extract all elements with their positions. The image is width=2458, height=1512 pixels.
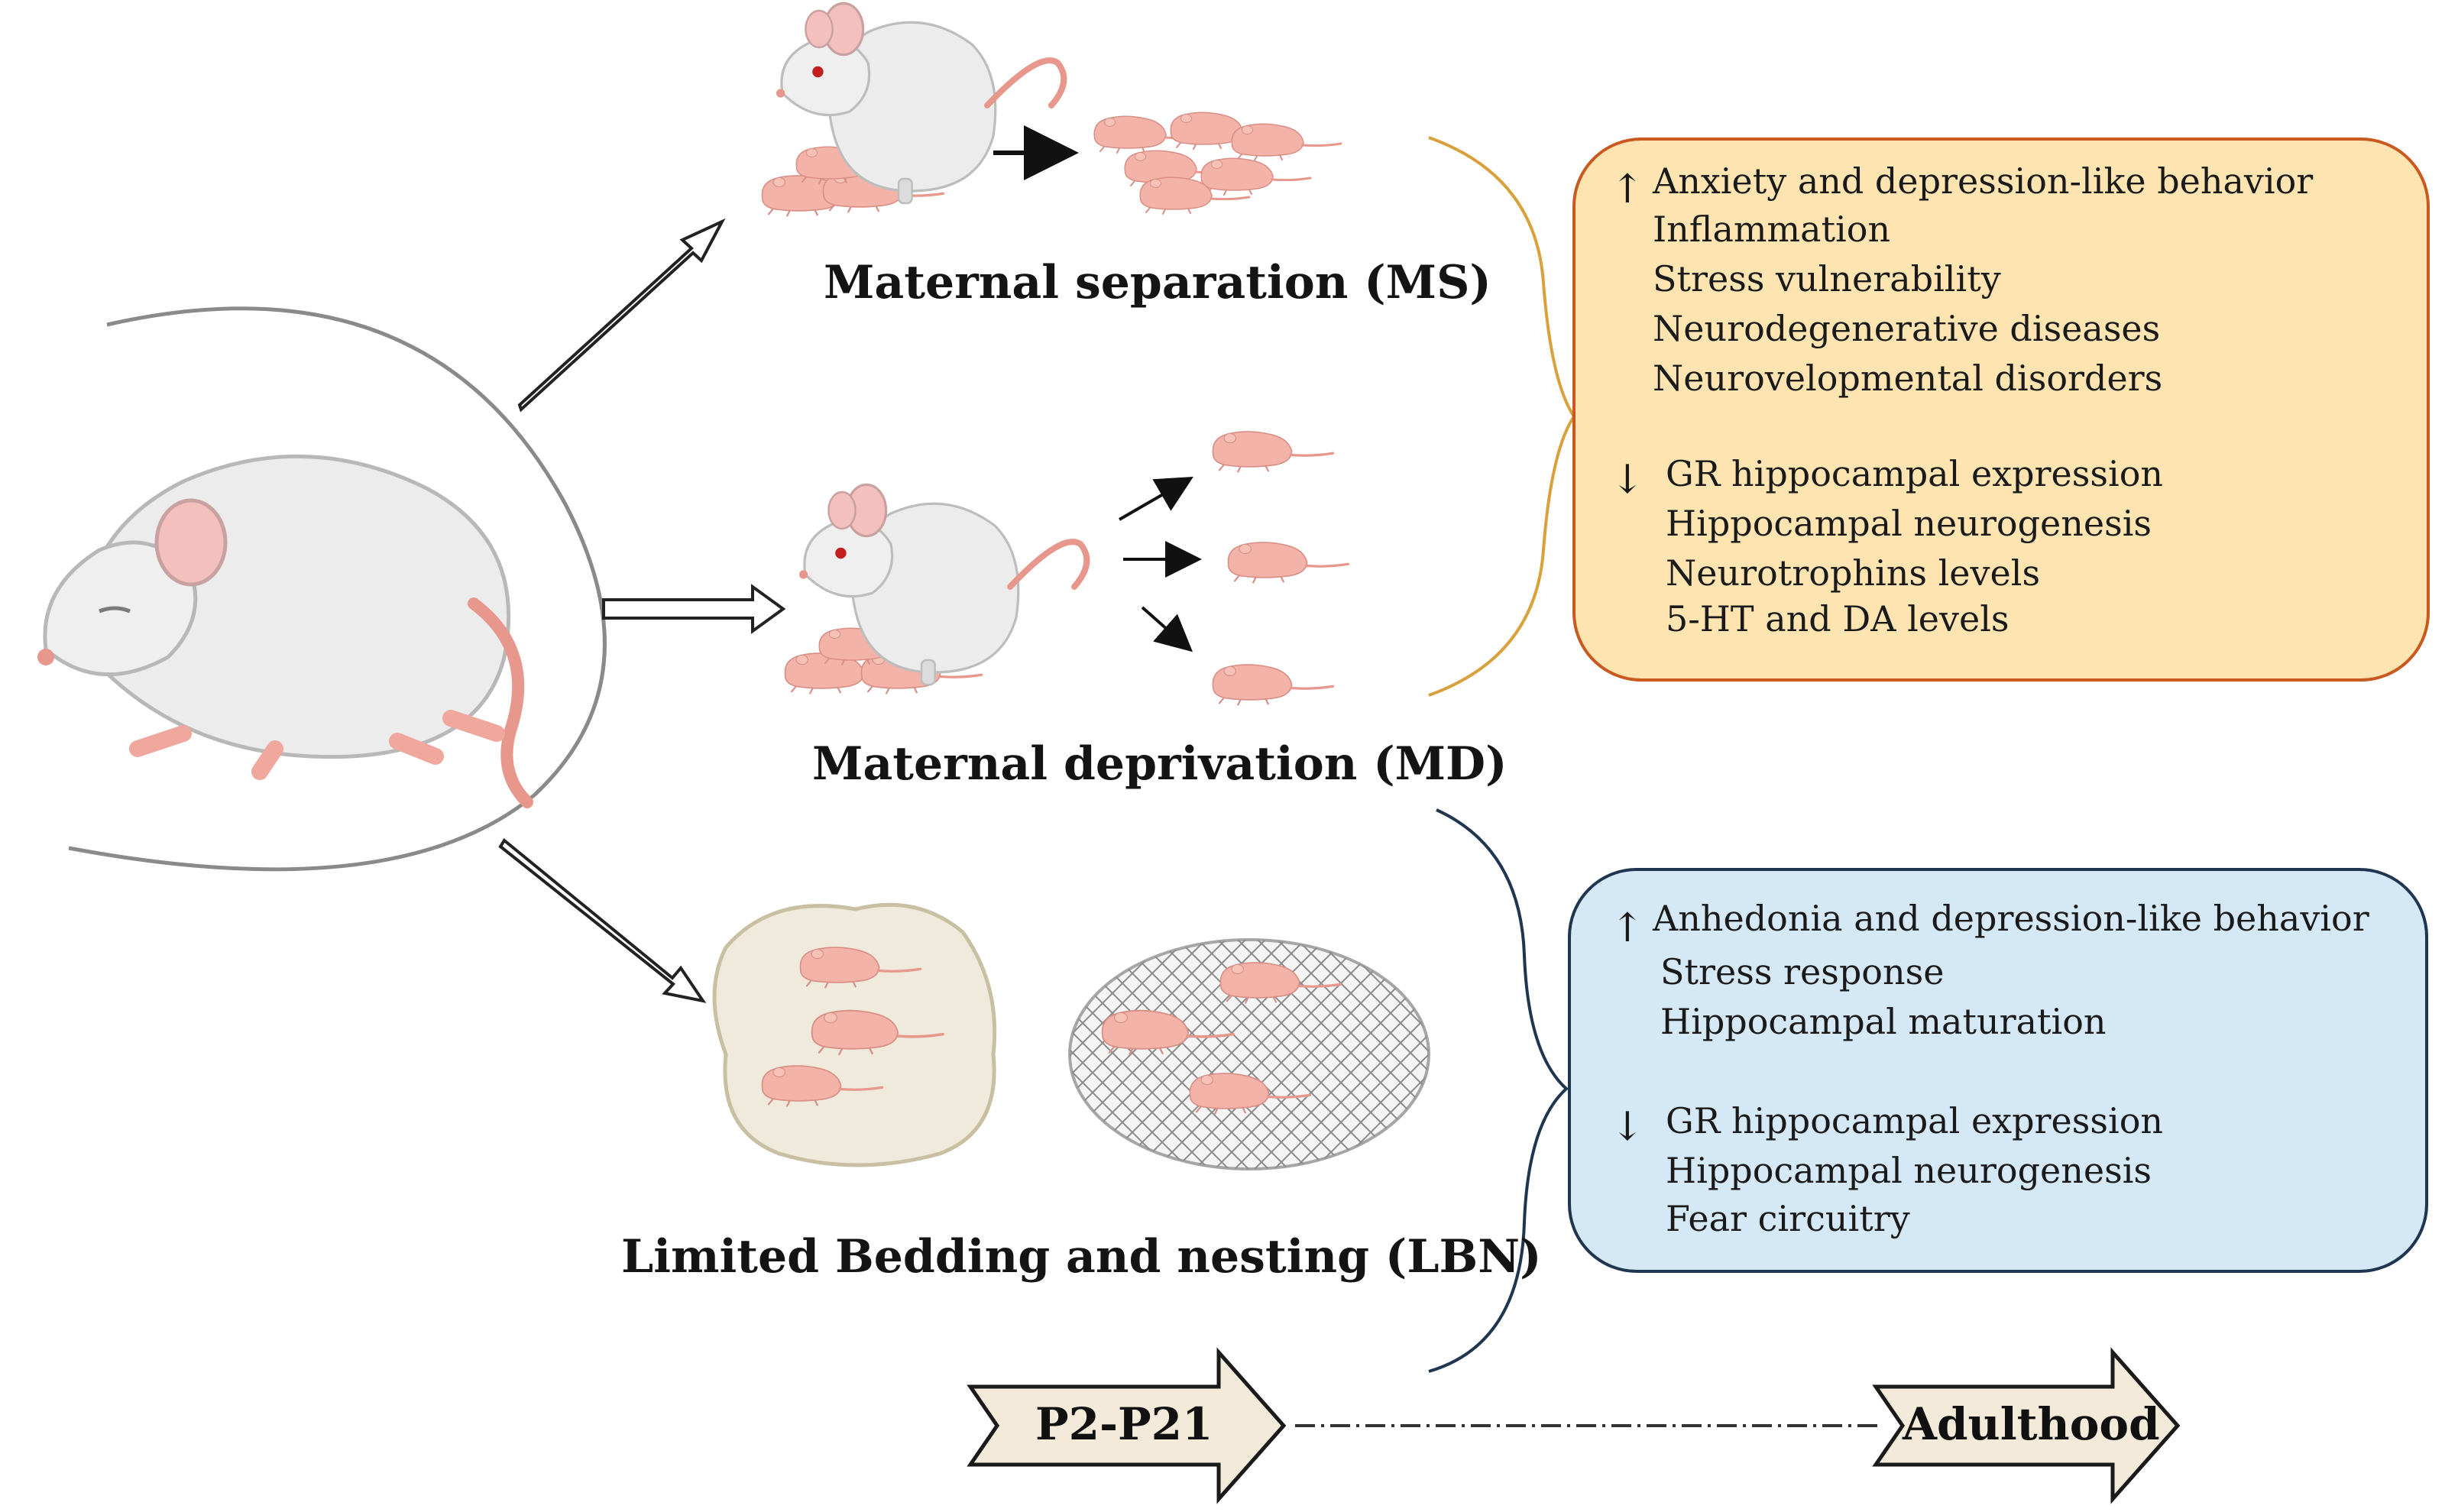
lbn-illustration <box>712 902 1430 1170</box>
lbn-label: Limited Bedding and nesting (LBN) <box>621 1230 1542 1284</box>
lbn-decreased-item: GR hippocampal expression <box>1666 1100 2164 1141</box>
lbn-decreased-item: Hippocampal neurogenesis <box>1666 1150 2152 1191</box>
lbn-outcomes-box <box>1568 868 2428 1273</box>
ms-md-increased-item: Anxiety and depression-like behavior <box>1653 160 2314 202</box>
down-arrow-icon: ↓ <box>1611 457 1644 503</box>
adult-rat-illustration <box>37 454 533 808</box>
arrow-to-md <box>602 584 786 634</box>
up-arrow-icon: ↑ <box>1611 905 1644 951</box>
ms-md-decreased-item: 5-HT and DA levels <box>1666 598 2009 639</box>
brace-ms-md <box>1428 136 1576 697</box>
ms-md-decreased-item: GR hippocampal expression <box>1666 453 2164 494</box>
brace-lbn <box>1428 808 1569 1373</box>
timeline-start-label: P2-P21 <box>1035 1398 1213 1450</box>
ms-illustration <box>760 3 1342 218</box>
down-arrow-icon: ↓ <box>1611 1104 1644 1150</box>
timeline-end-arrow <box>1872 1347 2181 1504</box>
md-label: Maternal deprivation (MD) <box>812 737 1508 791</box>
ms-md-increased-item: Neurodegenerative diseases <box>1653 308 2161 349</box>
lbn-increased-item: Hippocampal maturation <box>1660 1001 2107 1042</box>
arrow-to-lbn <box>498 838 707 1003</box>
md-illustration <box>783 430 1350 707</box>
timeline-start-arrow <box>967 1347 1287 1504</box>
lbn-decreased-item: Fear circuitry <box>1666 1198 1910 1239</box>
ms-md-increased-item: Inflammation <box>1653 209 1891 250</box>
ms-md-decreased-item: Neurotrophins levels <box>1666 552 2041 594</box>
rat-enclosure-arc <box>68 306 607 872</box>
lbn-increased-item: Anhedonia and depression-like behavior <box>1653 898 2369 939</box>
up-arrow-icon: ↑ <box>1611 167 1644 212</box>
ms-md-increased-item: Neurovelopmental disorders <box>1653 358 2163 399</box>
arrow-to-ms <box>517 218 726 413</box>
ms-md-increased-item: Stress vulnerability <box>1653 258 2001 299</box>
ms-md-decreased-item: Hippocampal neurogenesis <box>1666 503 2152 544</box>
timeline-end-label: Adulthood <box>1903 1398 2160 1450</box>
lbn-increased-item: Stress response <box>1660 951 1945 992</box>
ms-md-outcomes-box <box>1572 138 2430 682</box>
ms-label: Maternal separation (MS) <box>824 256 1491 309</box>
